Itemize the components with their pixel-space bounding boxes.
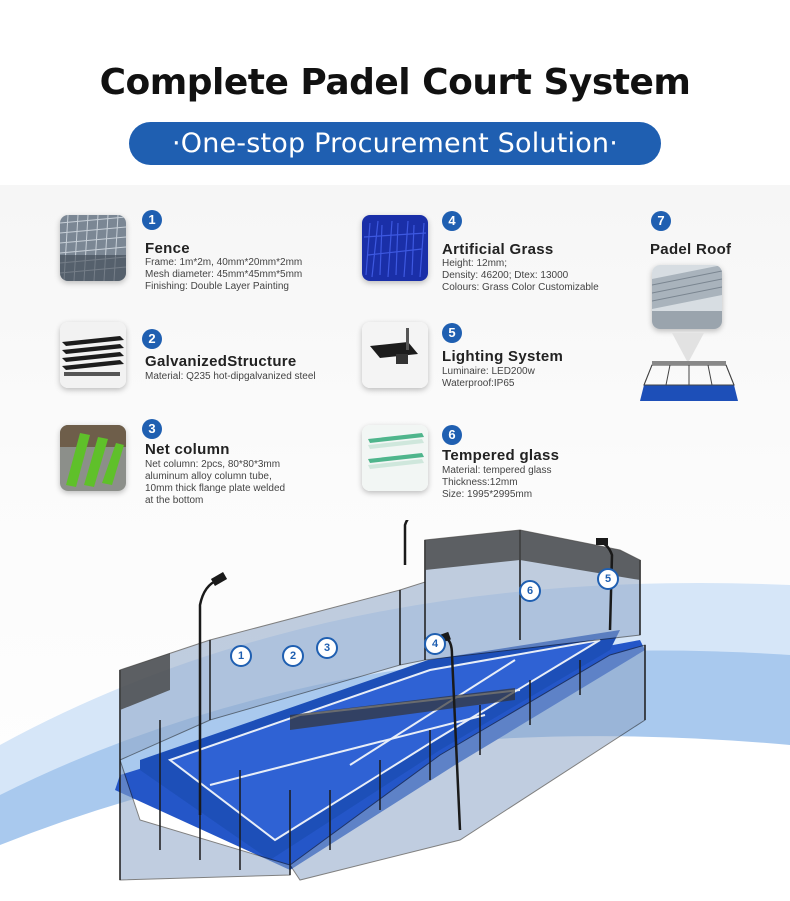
feature-description: Material: Q235 hot-dipgalvanized steel (145, 371, 316, 382)
fence-image (60, 215, 126, 281)
net-column-image (60, 425, 126, 491)
feature-title: Artificial Grass (442, 241, 554, 258)
feature-number: 3 (142, 419, 162, 439)
tempered-glass-image (362, 425, 428, 491)
subtitle-banner: ·One-stop Procurement Solution· (129, 122, 661, 165)
feature-title: GalvanizedStructure (145, 353, 297, 370)
padel-roof-image (652, 265, 722, 329)
artificial-grass-image (362, 215, 428, 281)
feature-number: 7 (651, 211, 671, 231)
feature-number: 1 (142, 210, 162, 230)
roofed-court-image (640, 361, 738, 401)
feature-number: 2 (142, 329, 162, 349)
feature-title: Net column (145, 441, 230, 458)
feature-title: Fence (145, 240, 190, 257)
galvanized-structure-image (60, 322, 126, 388)
feature-description: Height: 12mm;Density: 46200; Dtex: 13000… (442, 258, 599, 293)
court-marker-1: 1 (230, 645, 252, 667)
court-marker-3: 3 (316, 637, 338, 659)
feature-title: Padel Roof (650, 241, 732, 258)
feature-number: 6 (442, 425, 462, 445)
court-marker-5: 5 (597, 568, 619, 590)
page-title: Complete Padel Court System (99, 62, 691, 103)
feature-number: 4 (442, 211, 462, 231)
court-marker-2: 2 (282, 645, 304, 667)
feature-title: Lighting System (442, 348, 564, 365)
court-marker-6: 6 (519, 580, 541, 602)
court-marker-4: 4 (424, 633, 446, 655)
feature-title: Tempered glass (442, 447, 560, 464)
roof-arrow-icon (672, 333, 704, 363)
lighting-system-image (362, 322, 428, 388)
feature-number: 5 (442, 323, 462, 343)
padel-court-illustration (115, 520, 646, 881)
